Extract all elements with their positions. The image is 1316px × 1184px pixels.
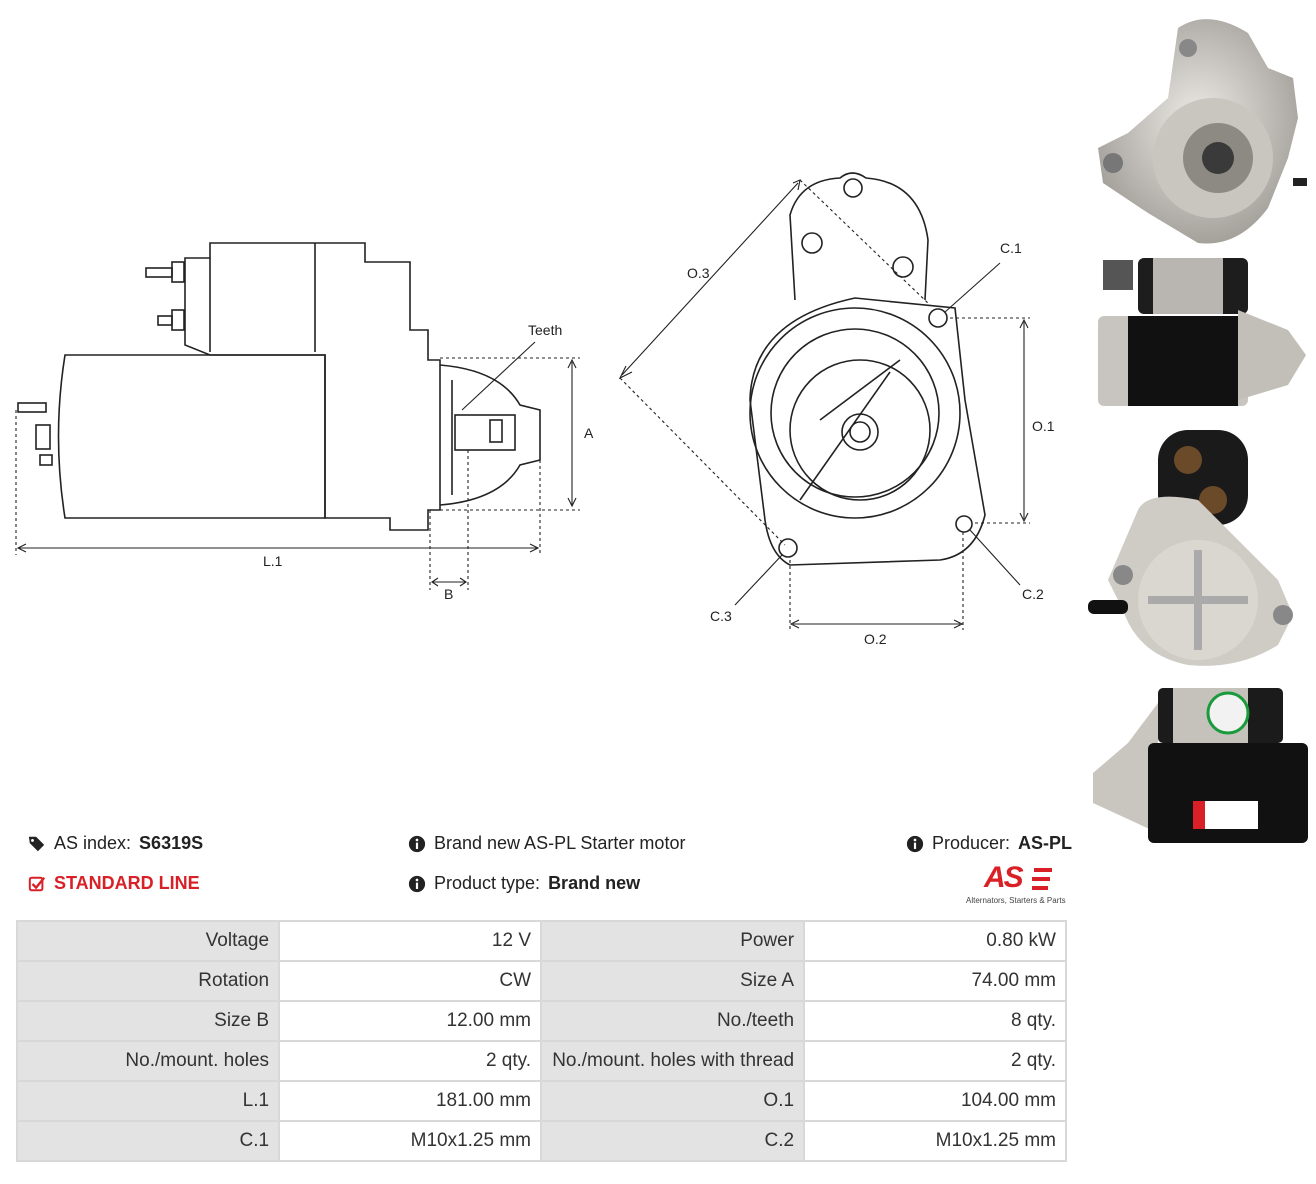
- spec-label: Size A: [539, 960, 806, 1002]
- dim-o3-label: O.3: [687, 265, 710, 281]
- table-row: C.1 M10x1.25 mm C.2 M10x1.25 mm: [15, 1120, 1067, 1162]
- as-index-value: S6319S: [139, 833, 204, 853]
- standard-line-badge: STANDARD LINE: [28, 873, 200, 894]
- spec-value: 12.00 mm: [278, 1000, 542, 1042]
- teeth-label: Teeth: [528, 322, 562, 338]
- front-view-drawing: O.3 C.1 O.1 C.2 C.3 O.2: [618, 172, 1055, 647]
- specifications-table: Voltage 12 V Power 0.80 kW Rotation CW S…: [15, 920, 1067, 1162]
- spec-label: Size B: [15, 1000, 281, 1042]
- table-row: Rotation CW Size A 74.00 mm: [15, 960, 1067, 1002]
- spec-label: No./mount. holes: [15, 1040, 281, 1082]
- info-circle-icon: [408, 875, 426, 892]
- producer-line: Producer: AS-PL: [906, 833, 1072, 854]
- product-photo-side: [1098, 258, 1306, 406]
- product-type-value: Brand new: [548, 873, 641, 893]
- logo-tagline: Alternators, Starters & Parts: [966, 896, 1066, 905]
- spec-label: Power: [539, 920, 806, 962]
- dim-o2-label: O.2: [864, 631, 887, 647]
- spec-value: 2 qty.: [803, 1040, 1067, 1082]
- dim-a-label: A: [584, 425, 594, 441]
- spec-value: 2 qty.: [278, 1040, 542, 1082]
- producer-value: AS-PL: [1018, 833, 1073, 853]
- product-photo-front: [1098, 19, 1307, 244]
- spec-value: 12 V: [278, 920, 542, 962]
- spec-value: 0.80 kW: [803, 920, 1067, 962]
- spec-label: O.1: [539, 1080, 806, 1122]
- product-photo-label-side: [1093, 688, 1308, 843]
- spec-label: Rotation: [15, 960, 281, 1002]
- spec-label: C.2: [539, 1120, 806, 1162]
- logo-mark: AS: [984, 861, 1024, 894]
- side-view-drawing: Teeth A L.1 B: [15, 242, 594, 602]
- table-row: Size B 12.00 mm No./teeth 8 qty.: [15, 1000, 1067, 1042]
- spec-label: L.1: [15, 1080, 281, 1122]
- spec-value: M10x1.25 mm: [803, 1120, 1067, 1162]
- dim-o1-label: O.1: [1032, 418, 1055, 434]
- spec-label: No./mount. holes with thread: [539, 1040, 806, 1082]
- as-pl-logo: AS Alternators, Starters & Parts: [962, 862, 1070, 910]
- info-circle-icon: [906, 835, 924, 852]
- logo-stripes: [1032, 868, 1052, 890]
- spec-label: No./teeth: [539, 1000, 806, 1042]
- dim-l1-label: L.1: [263, 553, 283, 569]
- spec-value: 181.00 mm: [278, 1080, 542, 1122]
- description-line: Brand new AS-PL Starter motor: [408, 833, 685, 854]
- product-type-line: Product type: Brand new: [408, 873, 640, 894]
- as-index-label: AS index:: [54, 833, 132, 853]
- dim-c1-label: C.1: [1000, 240, 1022, 256]
- product-photo-rear: [1088, 430, 1293, 666]
- spec-value: 104.00 mm: [803, 1080, 1067, 1122]
- product-type-label: Product type:: [434, 873, 541, 893]
- table-row: Voltage 12 V Power 0.80 kW: [15, 920, 1067, 962]
- dim-c3-label: C.3: [710, 608, 732, 624]
- as-index-line: AS index: S6319S: [28, 833, 203, 854]
- standard-line-text: STANDARD LINE: [54, 873, 200, 893]
- dim-c2-label: C.2: [1022, 586, 1044, 602]
- tags-icon: [28, 836, 45, 851]
- info-circle-icon: [408, 835, 426, 852]
- spec-label: Voltage: [15, 920, 281, 962]
- table-row: L.1 181.00 mm O.1 104.00 mm: [15, 1080, 1067, 1122]
- dim-b-label: B: [444, 586, 453, 602]
- spec-value: 74.00 mm: [803, 960, 1067, 1002]
- spec-label: C.1: [15, 1120, 281, 1162]
- spec-value: CW: [278, 960, 542, 1002]
- producer-label: Producer:: [932, 833, 1011, 853]
- check-square-icon: [28, 876, 46, 891]
- description-text: Brand new AS-PL Starter motor: [434, 833, 686, 853]
- spec-value: M10x1.25 mm: [278, 1120, 542, 1162]
- spec-value: 8 qty.: [803, 1000, 1067, 1042]
- table-row: No./mount. holes 2 qty. No./mount. holes…: [15, 1040, 1067, 1082]
